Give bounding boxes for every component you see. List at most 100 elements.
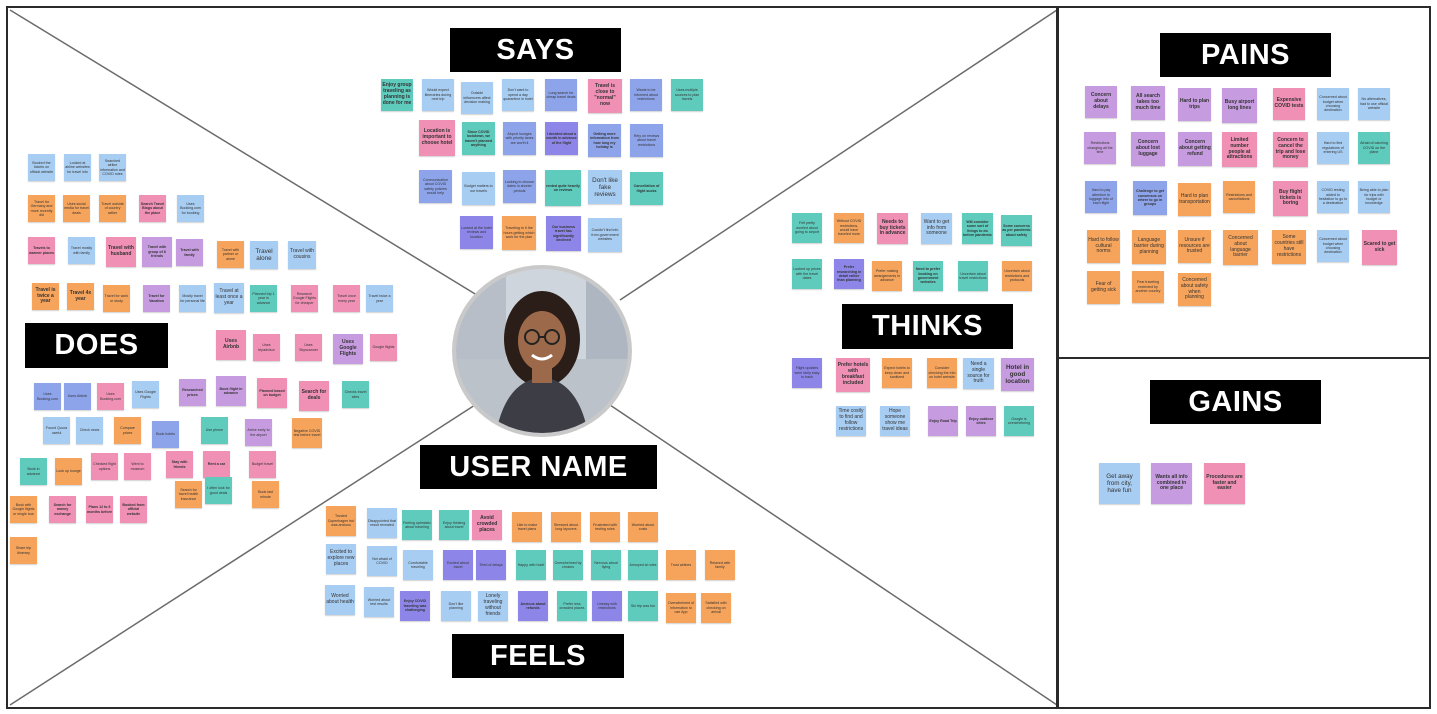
sticky-note[interactable]: Rely on reviews about travel restriction… xyxy=(630,124,663,157)
sticky-note[interactable]: Like to make travel plans xyxy=(512,512,542,542)
sticky-note[interactable]: Uses Airbnb xyxy=(64,383,91,410)
sticky-note[interactable]: Will consider some sort of things to do … xyxy=(962,213,993,244)
sticky-note[interactable]: Ski trip was fun xyxy=(628,591,658,621)
sticky-note[interactable]: Buy flight tickets is boring xyxy=(1273,181,1308,216)
sticky-note[interactable]: Fear traveling restricted by another cou… xyxy=(1132,271,1164,303)
sticky-note[interactable]: Wants all info combined in one place xyxy=(1151,463,1192,504)
sticky-note[interactable]: Expect hotels to keep clean and sanitize… xyxy=(882,358,912,388)
sticky-note[interactable]: Concern about lost luggage xyxy=(1131,132,1165,166)
sticky-note[interactable]: Worried about health xyxy=(325,585,355,615)
sticky-note[interactable]: Challenge to get consensus on where to g… xyxy=(1133,181,1167,215)
sticky-note[interactable]: Some concerns as per pandemic about safe… xyxy=(1001,215,1032,246)
sticky-note[interactable]: Need a single source for truth xyxy=(963,358,994,389)
sticky-note[interactable]: Arrive early to the airport xyxy=(245,419,272,446)
sticky-note[interactable]: Found Quora useful xyxy=(43,417,70,444)
sticky-note[interactable]: Travels to warmer places xyxy=(28,237,55,264)
sticky-note[interactable]: Trusted Copenhagen but was anxious xyxy=(326,506,356,536)
sticky-note[interactable]: Uncertain about travel restrictions xyxy=(958,261,988,291)
sticky-note[interactable]: Travel at least once a year xyxy=(214,283,244,313)
sticky-note[interactable]: Excited about travel xyxy=(443,550,473,580)
sticky-note[interactable]: Nervous about flying xyxy=(591,550,621,580)
sticky-note[interactable]: Travel is twice a year xyxy=(32,283,59,310)
sticky-note[interactable]: Concerned about budget when choosing des… xyxy=(1317,230,1349,262)
sticky-note[interactable]: Don't like fake reviews xyxy=(588,170,622,204)
sticky-note[interactable]: Planned based on budget xyxy=(257,378,287,408)
sticky-note[interactable]: Busy airport long lines xyxy=(1222,88,1257,123)
sticky-note[interactable]: Uncertain about restrictions and protoco… xyxy=(1002,261,1032,291)
sticky-note[interactable]: Book in advance xyxy=(20,458,47,485)
sticky-note[interactable]: Hotel in good location xyxy=(1001,358,1034,391)
sticky-note[interactable]: Checked flight options xyxy=(91,453,118,480)
sticky-note[interactable]: Planned trip 1 year in advance xyxy=(250,285,277,312)
sticky-note[interactable]: Concern about delays xyxy=(1085,86,1117,118)
sticky-note[interactable]: Fear of getting sick xyxy=(1087,271,1120,304)
sticky-note[interactable]: Checks travel sites xyxy=(342,381,369,408)
sticky-note[interactable]: Travel with partner or alone xyxy=(217,241,244,268)
sticky-note[interactable]: Since COVID lockdown, we haven't planned… xyxy=(462,122,495,155)
sticky-note[interactable]: Travel for Germany and more recently did xyxy=(28,195,55,222)
sticky-note[interactable]: Book last minute xyxy=(252,481,279,508)
sticky-note[interactable]: Travel with cousins xyxy=(288,241,316,269)
sticky-note[interactable]: Travel twice a year xyxy=(366,285,393,312)
sticky-note[interactable]: Check news xyxy=(76,417,103,444)
sticky-note[interactable]: Overwhelmed by choices xyxy=(553,550,583,580)
sticky-note[interactable]: Happy with hotel xyxy=(516,550,546,580)
sticky-note[interactable]: Flight updates were fairly easy to track xyxy=(792,358,822,388)
sticky-note[interactable]: Uses Google Flights xyxy=(132,381,159,408)
sticky-note[interactable]: Hard to pay attention to luggage info of… xyxy=(1085,181,1117,213)
sticky-note[interactable]: Avoid crowded places xyxy=(472,510,502,540)
sticky-note[interactable]: Budget travel xyxy=(249,451,276,478)
sticky-note[interactable]: Travel mostly with family xyxy=(68,237,95,264)
sticky-note[interactable]: Get away from city, have fun xyxy=(1099,463,1140,504)
sticky-note[interactable]: Google flights xyxy=(370,334,397,361)
sticky-note[interactable]: Uses Booking.com for booking xyxy=(177,195,204,222)
sticky-note[interactable]: Concerned about budget when choosing des… xyxy=(1317,88,1349,120)
sticky-note[interactable]: Wants to be informed about restrictions xyxy=(630,79,662,111)
sticky-note[interactable]: Worried about test results xyxy=(364,587,394,617)
sticky-note[interactable]: Search for travel health insurance xyxy=(175,481,202,508)
sticky-note[interactable]: I often look for good deals xyxy=(205,477,232,504)
sticky-note[interactable]: Anxious about refunds xyxy=(518,591,548,621)
sticky-note[interactable]: Travel alone xyxy=(250,241,278,269)
sticky-note[interactable]: Being able to plan for trips with budget… xyxy=(1358,181,1390,213)
sticky-note[interactable]: COVID testing added to hesitation to go … xyxy=(1317,181,1349,213)
sticky-note[interactable]: Uneasy with restrictions xyxy=(592,591,622,621)
sticky-note[interactable]: Prefer researching in detail rather than… xyxy=(834,259,864,289)
sticky-note[interactable]: I decided about a month in advance of th… xyxy=(545,122,578,155)
sticky-note[interactable]: Lonely traveling without friends xyxy=(478,591,508,621)
sticky-note[interactable]: Restrictions changing all the time xyxy=(1084,132,1116,164)
sticky-note[interactable]: No alternatives, had to use official web… xyxy=(1358,88,1390,120)
sticky-note[interactable]: Feeling optimistic about traveling xyxy=(402,510,432,540)
sticky-note[interactable]: Uses Skyscanner xyxy=(295,334,322,361)
sticky-note[interactable]: Travel with group of 8 friends xyxy=(142,237,172,267)
sticky-note[interactable]: Booked from official website xyxy=(120,496,147,523)
sticky-note[interactable]: Budget matters to our travels xyxy=(462,172,495,205)
sticky-note[interactable]: Compare prices xyxy=(114,417,141,444)
sticky-note[interactable]: Concern about getting refund xyxy=(1178,132,1212,166)
sticky-note[interactable]: Satisfied with checking on arrival xyxy=(701,593,731,623)
sticky-note[interactable]: Unsure if resources are trusted xyxy=(1178,230,1211,263)
sticky-note[interactable]: Frustrated with testing rules xyxy=(590,512,620,542)
sticky-note[interactable]: Researched prices xyxy=(179,379,206,406)
sticky-note[interactable]: Hard to find regulations of entering US xyxy=(1317,132,1349,164)
sticky-note[interactable]: Airport lounges with priority lanes are … xyxy=(503,122,536,155)
sticky-note[interactable]: Time costly to find and follow restricti… xyxy=(836,406,866,436)
sticky-note[interactable]: Needs to buy tickets in advance xyxy=(877,213,908,244)
sticky-note[interactable]: Travel with family xyxy=(176,239,203,266)
sticky-note[interactable]: Procedures are faster and easier xyxy=(1204,463,1245,504)
sticky-note[interactable]: Concern to cancel the trip and lose mone… xyxy=(1273,132,1308,167)
sticky-note[interactable]: Hard to plan trips xyxy=(1178,88,1211,121)
sticky-note[interactable]: Would expect itineraries during next tri… xyxy=(422,79,454,111)
sticky-note[interactable]: Book with Google flights or single tour xyxy=(10,496,37,523)
sticky-note[interactable]: Not afraid of COVID xyxy=(367,546,397,576)
sticky-note[interactable]: Prefer hotels with breakfast included xyxy=(836,358,870,392)
sticky-note[interactable]: Went to museum xyxy=(124,453,151,480)
sticky-note[interactable]: Want to get info from someone xyxy=(921,213,952,244)
sticky-note[interactable]: Worried about costs xyxy=(628,512,658,542)
sticky-note[interactable]: Long search for cheap travel deals xyxy=(545,79,577,111)
sticky-note[interactable]: All search takes too much time xyxy=(1131,86,1165,120)
sticky-note[interactable]: Overwhelmed of information to use App xyxy=(666,593,696,623)
sticky-note[interactable]: Expensive COVID tests xyxy=(1273,88,1305,120)
sticky-note[interactable]: Limited number people at attractions xyxy=(1222,132,1257,167)
sticky-note[interactable]: Prefer making arrangements in advance xyxy=(872,261,902,291)
